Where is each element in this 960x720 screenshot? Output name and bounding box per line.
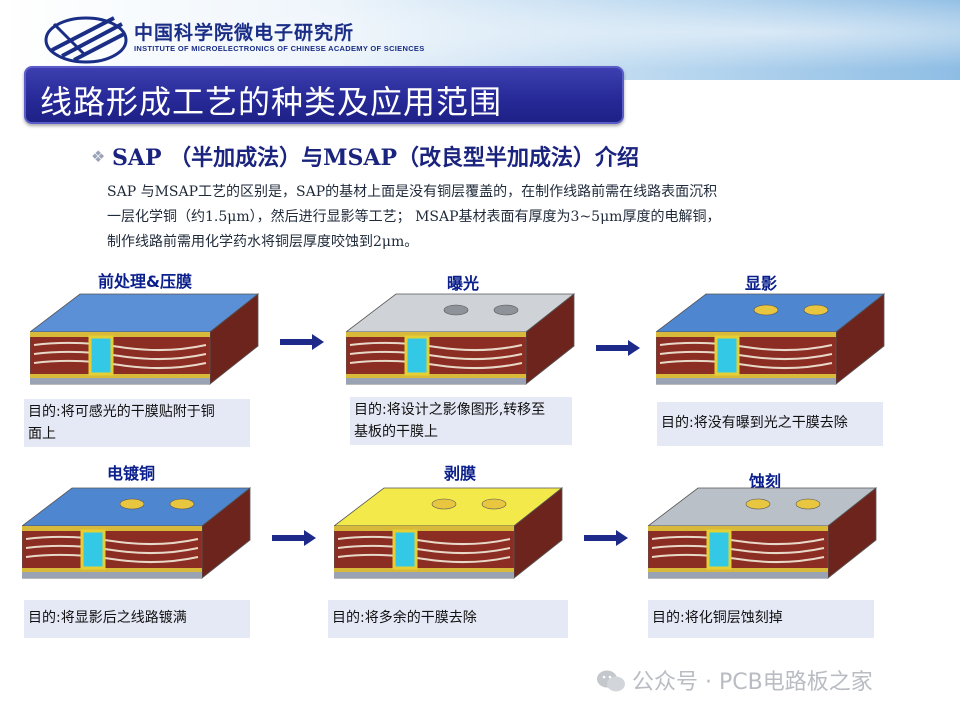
pcb-base-strip	[22, 572, 202, 578]
org-name-en: INSTITUTE OF MICROELECTRONICS OF CHINESE…	[134, 44, 425, 53]
step-description-strip: 目的:将多余的干膜去除	[328, 600, 568, 638]
section-subtitle: SAP （半加成法）与MSAP（改良型半加成法）介绍	[112, 140, 639, 172]
pcb-base-strip	[648, 572, 828, 578]
pcb-base-strip	[346, 378, 526, 384]
pcb-base-strip	[334, 572, 514, 578]
pcb-copper-top	[656, 332, 836, 337]
step-description-develop: 目的:将没有曝到光之干膜去除	[657, 402, 883, 446]
step-description-pretreat: 目的:将可感光的干膜贴附于铜 面上	[24, 399, 250, 447]
intro-line: SAP 与MSAP工艺的区别是，SAP的基材上面是没有铜层覆盖的，在制作线路前需…	[107, 180, 907, 205]
pcb-copper-top	[22, 526, 202, 531]
pcb-copper-bottom	[30, 374, 210, 378]
desc-line: 目的:将设计之影像图形,转移至	[354, 399, 568, 421]
desc-line: 目的:将多余的干膜去除	[332, 607, 564, 629]
pcb-copper-bottom	[22, 568, 202, 572]
process-arrow-icon	[280, 334, 324, 350]
desc-line: 目的:将化铜层蚀刻掉	[652, 607, 870, 629]
watermark-text: 公众号 · PCB电路板之家	[632, 664, 873, 696]
pcb-illustration-expose	[346, 290, 576, 392]
desc-line: 目的:将可感光的干膜贴附于铜	[28, 401, 246, 423]
ime-logo-icon	[44, 10, 128, 64]
desc-line: 目的:将没有曝到光之干膜去除	[661, 412, 879, 434]
process-arrow-icon	[584, 530, 628, 546]
pcb-base-strip	[30, 378, 210, 384]
pcb-via	[716, 337, 738, 374]
pcb-via	[82, 531, 104, 568]
pcb-pad	[120, 499, 144, 509]
pcb-pad	[444, 305, 468, 315]
pcb-via	[406, 337, 428, 374]
pcb-pad	[482, 499, 506, 509]
step-label-plating: 电镀铜	[107, 460, 155, 484]
wechat-icon	[596, 668, 626, 694]
slide-title-bar: 线路形成工艺的种类及应用范围	[24, 66, 624, 124]
pcb-copper-top	[648, 526, 828, 531]
pcb-copper-bottom	[648, 568, 828, 572]
pcb-illustration-strip	[334, 484, 564, 586]
intro-line: 一层化学铜（约1.5μm），然后进行显影等工艺； MSAP基材表面有厚度为3~5…	[107, 205, 907, 230]
pcb-via	[394, 531, 416, 568]
pcb-copper-top	[346, 332, 526, 337]
step-description-etch: 目的:将化铜层蚀刻掉	[648, 600, 874, 638]
pcb-illustration-etch	[648, 484, 878, 586]
process-arrow-icon	[272, 530, 316, 546]
pcb-copper-bottom	[656, 374, 836, 378]
pcb-pad	[796, 499, 820, 509]
pcb-pad	[170, 499, 194, 509]
intro-line: 制作线路前需用化学药水将铜层厚度咬蚀到2μm。	[107, 230, 907, 255]
pcb-pad	[754, 305, 778, 315]
desc-line: 面上	[28, 423, 246, 445]
pcb-via	[708, 531, 730, 568]
pcb-base-strip	[656, 378, 836, 384]
pcb-copper-top	[30, 332, 210, 337]
pcb-illustration-develop	[656, 290, 886, 392]
step-label-pretreat: 前处理&压膜	[98, 268, 192, 292]
diamond-bullet-icon: ❖	[91, 147, 105, 166]
desc-line: 基板的干膜上	[354, 421, 568, 443]
pcb-illustration-pretreat	[30, 290, 260, 392]
pcb-copper-bottom	[346, 374, 526, 378]
slide-title: 线路形成工艺的种类及应用范围	[40, 77, 502, 123]
process-arrow-icon	[596, 340, 640, 356]
step-description-expose: 目的:将设计之影像图形,转移至 基板的干膜上	[350, 397, 572, 445]
pcb-via	[90, 337, 112, 374]
pcb-pad	[432, 499, 456, 509]
org-name-cn: 中国科学院微电子研究所	[134, 18, 354, 45]
pcb-pad	[746, 499, 770, 509]
pcb-copper-top	[334, 526, 514, 531]
pcb-copper-bottom	[334, 568, 514, 572]
pcb-pad	[494, 305, 518, 315]
intro-paragraph: SAP 与MSAP工艺的区别是，SAP的基材上面是没有铜层覆盖的，在制作线路前需…	[107, 180, 907, 255]
pcb-illustration-plating	[22, 484, 252, 586]
step-label-strip: 剥膜	[444, 460, 476, 484]
pcb-pad	[804, 305, 828, 315]
desc-line: 目的:将显影后之线路镀满	[28, 607, 246, 629]
step-description-plating: 目的:将显影后之线路镀满	[24, 600, 250, 638]
